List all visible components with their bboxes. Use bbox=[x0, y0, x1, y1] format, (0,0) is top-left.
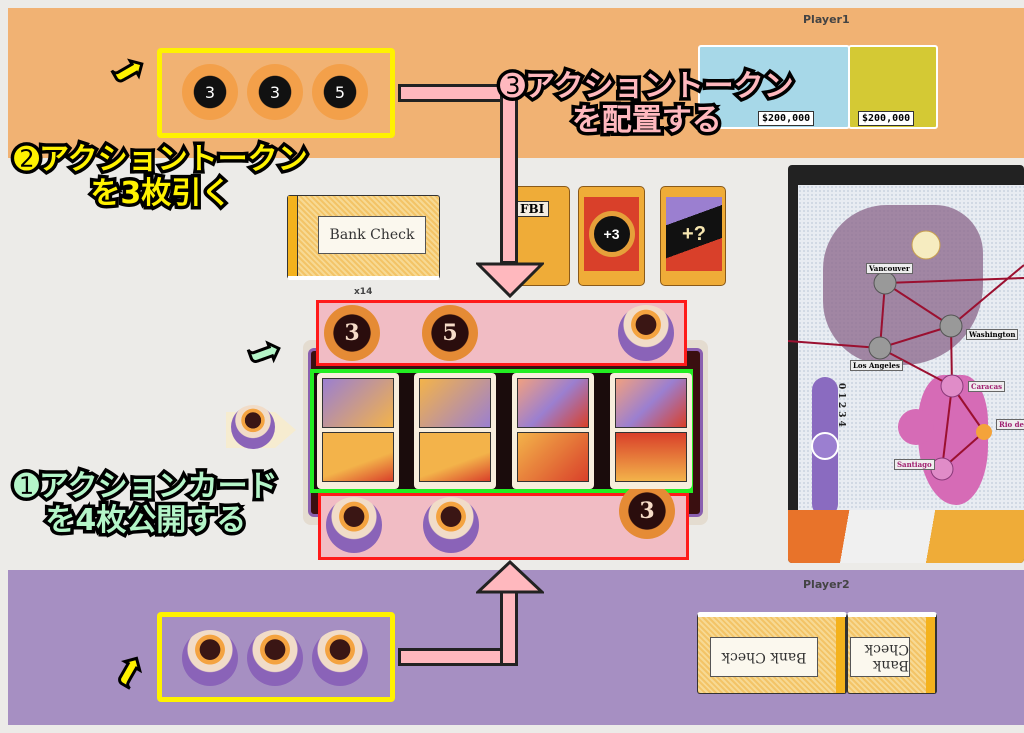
city-label: Rio de Janeiro bbox=[996, 419, 1024, 430]
check-amount: $200,000 bbox=[758, 111, 815, 126]
drawn-tokens-highlight bbox=[157, 612, 395, 702]
drawn-tokens-highlight bbox=[157, 48, 395, 138]
track-numbers: 0 1 2 3 4 bbox=[836, 383, 846, 427]
action-card[interactable] bbox=[610, 373, 692, 489]
bank-check-book[interactable]: Bank Check bbox=[847, 612, 937, 694]
action-card[interactable] bbox=[317, 373, 399, 489]
mystery-card[interactable]: +? bbox=[660, 186, 726, 286]
city-label: Los Angeles bbox=[850, 360, 903, 371]
step3-callout: ➌アクショントークンを配置する bbox=[497, 66, 798, 141]
check-amount: $200,000 bbox=[858, 111, 915, 126]
slot-agent-token[interactable] bbox=[618, 305, 674, 361]
action-token[interactable]: 3 bbox=[247, 64, 303, 120]
agent-token[interactable] bbox=[182, 630, 238, 686]
track-marker[interactable] bbox=[811, 432, 839, 460]
curved-arrow-icon: ➥ bbox=[240, 324, 290, 382]
money-check-yellow[interactable]: $200,000 bbox=[848, 45, 938, 129]
bank-check-deck[interactable]: Bank Check bbox=[287, 195, 440, 280]
route-lines bbox=[788, 230, 1024, 481]
city-label: Caracas bbox=[968, 381, 1006, 392]
slot-agent-token[interactable] bbox=[423, 497, 479, 553]
player1-label: Player1 bbox=[803, 13, 850, 26]
action-card[interactable] bbox=[512, 373, 594, 489]
arrow-down-head bbox=[476, 262, 544, 298]
slot-agent-token[interactable] bbox=[326, 497, 382, 553]
agent-token[interactable] bbox=[312, 630, 368, 686]
player2-label: Player2 bbox=[803, 578, 850, 591]
deck-count: x14 bbox=[354, 287, 373, 297]
action-token[interactable]: 3 bbox=[182, 64, 238, 120]
step2-callout: ➋アクショントークンを3枚引く bbox=[11, 139, 312, 214]
city-label: Santiago bbox=[894, 459, 935, 470]
arrow-bottom-horizontal bbox=[398, 648, 518, 666]
bonus-card-plus3[interactable]: +3 bbox=[578, 186, 645, 286]
city-label: Washington bbox=[966, 329, 1019, 340]
action-card[interactable] bbox=[414, 373, 496, 489]
arrow-up-head bbox=[476, 560, 544, 594]
bank-check-book[interactable]: Bank Check bbox=[697, 612, 847, 694]
arrow-top-horizontal bbox=[398, 84, 518, 102]
slot-token[interactable]: 3 bbox=[324, 305, 380, 361]
arrow-bottom-vertical bbox=[500, 590, 518, 666]
slot-token[interactable]: 3 bbox=[619, 483, 675, 539]
money-check-blue[interactable]: $200,000 bbox=[698, 45, 850, 129]
start-player-token bbox=[231, 405, 275, 449]
city-label: Vancouver bbox=[866, 263, 913, 274]
action-token[interactable]: 5 bbox=[312, 64, 368, 120]
agent-token[interactable] bbox=[247, 630, 303, 686]
progress-track bbox=[811, 377, 839, 517]
slot-token[interactable]: 5 bbox=[422, 305, 478, 361]
world-map-board[interactable]: 0 1 2 3 4 Vancouver Washington Los Angel… bbox=[788, 165, 1024, 563]
step1-callout: ➊アクションカードを4枚公開する bbox=[11, 466, 282, 541]
